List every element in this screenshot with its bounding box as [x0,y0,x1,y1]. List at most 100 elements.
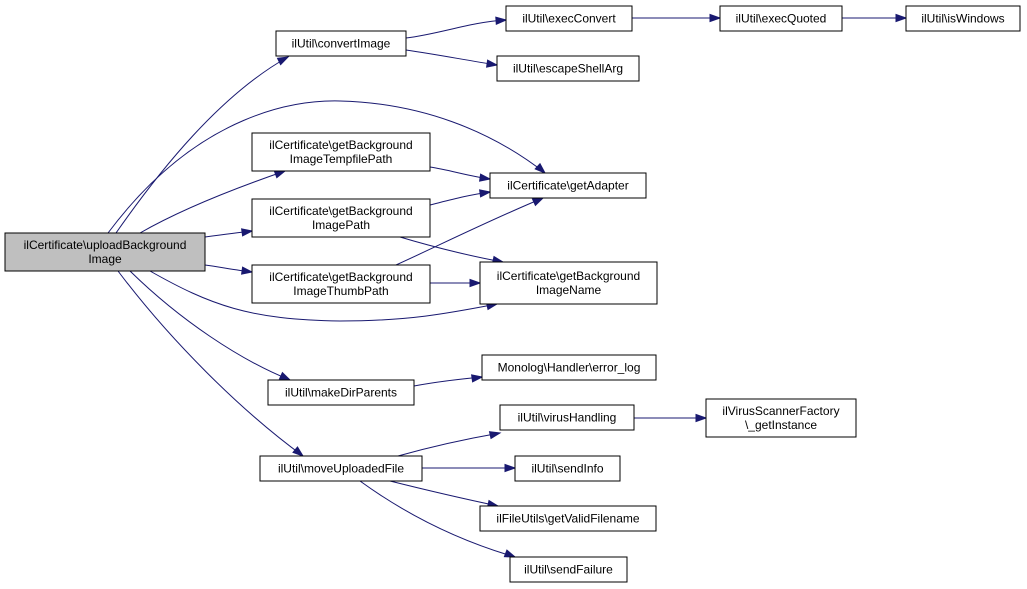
edge-moveUploadedFile-to-sendInfo [422,463,517,473]
node-label: ilUtil\convertImage [292,37,391,51]
edge-line [149,270,498,322]
edge-getBackgroundImageTempfilePath-to-getAdapter [429,166,492,182]
node-box [499,404,635,431]
edge-line [399,236,504,263]
node-label: ilVirusScannerFactory [722,404,839,418]
node-label: ilUtil\moveUploadedFile [278,462,404,476]
arrowhead-icon [479,189,492,198]
node-label: ilUtil\execQuoted [736,12,827,26]
edge-makeDirParents-to-error_log [413,374,484,387]
edge-line [115,56,289,234]
edge-uploadBackgroundImage-to-getBackgroundImageThumbPath [204,264,254,275]
node-box [251,132,431,172]
arrowhead-icon [273,170,287,179]
arrowhead-icon [895,13,908,23]
edge-line [389,480,499,507]
arrowhead-icon [503,549,517,558]
node-box [905,5,1021,32]
node-getBackgroundImageThumbPath[interactable]: ilCertificate\getBackgroundImageThumbPat… [251,264,431,304]
node-box [489,172,647,199]
arrowhead-icon [241,228,254,237]
node-label: ilUtil\escapeShellArg [513,62,623,76]
edge-line [405,49,498,66]
arrowhead-icon [292,446,305,457]
node-box [479,505,657,532]
node-box [719,5,843,32]
edge-getBackgroundImagePath-to-getBackgroundImageName [399,236,505,264]
edge-line [405,19,507,39]
node-label: ilUtil\virusHandling [518,411,617,425]
node-moveUploadedFile[interactable]: ilUtil\moveUploadedFile [259,455,423,482]
edge-uploadBackgroundImage-to-moveUploadedFile [117,270,305,457]
node-box [259,455,423,482]
node-label: ImageThumbPath [293,284,388,298]
node-isWindows[interactable]: ilUtil\isWindows [905,5,1021,32]
edge-convertImage-to-escapeShellArg [405,49,499,68]
node-getInstance[interactable]: ilVirusScannerFactory\_getInstance [705,398,857,438]
node-convertImage[interactable]: ilUtil\convertImage [275,30,407,57]
node-label: ilUtil\makeDirParents [285,386,397,400]
edge-line [117,270,304,457]
arrowhead-icon [495,16,508,25]
node-label: ilUtil\execConvert [522,12,616,26]
edge-moveUploadedFile-to-sendFailure [359,480,517,558]
edge-line [395,197,544,266]
node-box [514,455,621,482]
arrowhead-icon [504,463,517,473]
node-box [251,198,431,238]
node-box [4,232,206,272]
edges-layer [107,13,908,558]
node-label: ilUtil\sendInfo [531,462,603,476]
edge-execQuoted-to-isWindows [842,13,908,23]
edge-uploadBackgroundImage-to-convertImage [115,56,290,234]
node-label: ilCertificate\getBackground [269,138,412,152]
edge-uploadBackgroundImage-to-getAdapter [107,100,547,234]
edge-execConvert-to-execQuoted [632,13,722,23]
node-box [267,379,415,406]
node-getValidFilename[interactable]: ilFileUtils\getValidFilename [479,505,657,532]
arrowhead-icon [695,413,708,423]
edge-moveUploadedFile-to-virusHandling [397,431,502,457]
arrowhead-icon [469,278,482,288]
node-virusHandling[interactable]: ilUtil\virusHandling [499,404,635,431]
node-makeDirParents[interactable]: ilUtil\makeDirParents [267,379,415,406]
edge-virusHandling-to-getInstance [634,413,708,423]
node-box [251,264,431,304]
arrowhead-icon [278,371,292,381]
node-box [509,556,628,583]
edge-line [397,432,501,457]
node-box [481,354,657,381]
node-box [275,30,407,57]
node-sendInfo[interactable]: ilUtil\sendInfo [514,455,621,482]
node-label: ilFileUtils\getValidFilename [496,512,639,526]
node-label: Monolog\Handler\error_log [498,361,641,375]
node-getAdapter[interactable]: ilCertificate\getAdapter [489,172,647,199]
node-sendFailure[interactable]: ilUtil\sendFailure [509,556,628,583]
node-label: ilUtil\isWindows [921,12,1004,26]
node-label: \_getInstance [745,418,817,432]
node-label: ImageTempfilePath [290,152,393,166]
arrowhead-icon [241,266,254,275]
node-getBackgroundImageTempfilePath[interactable]: ilCertificate\getBackgroundImageTempfile… [251,132,431,172]
node-execQuoted[interactable]: ilUtil\execQuoted [719,5,843,32]
edge-line [359,480,516,558]
node-execConvert[interactable]: ilUtil\execConvert [505,5,633,32]
edge-uploadBackgroundImage-to-getBackgroundImagePath [204,228,254,238]
arrowhead-icon [276,56,290,66]
arrowhead-icon [534,162,547,175]
node-label: ImageName [536,283,602,297]
node-label: ImagePath [312,218,370,232]
node-label: Image [88,252,122,266]
node-error_log[interactable]: Monolog\Handler\error_log [481,354,657,381]
edge-convertImage-to-execConvert [405,16,508,39]
node-escapeShellArg[interactable]: ilUtil\escapeShellArg [496,55,640,82]
node-label: ilCertificate\uploadBackground [24,238,187,252]
arrowhead-icon [709,13,722,23]
edge-moveUploadedFile-to-getValidFilename [389,480,500,508]
arrowhead-icon [486,59,499,68]
